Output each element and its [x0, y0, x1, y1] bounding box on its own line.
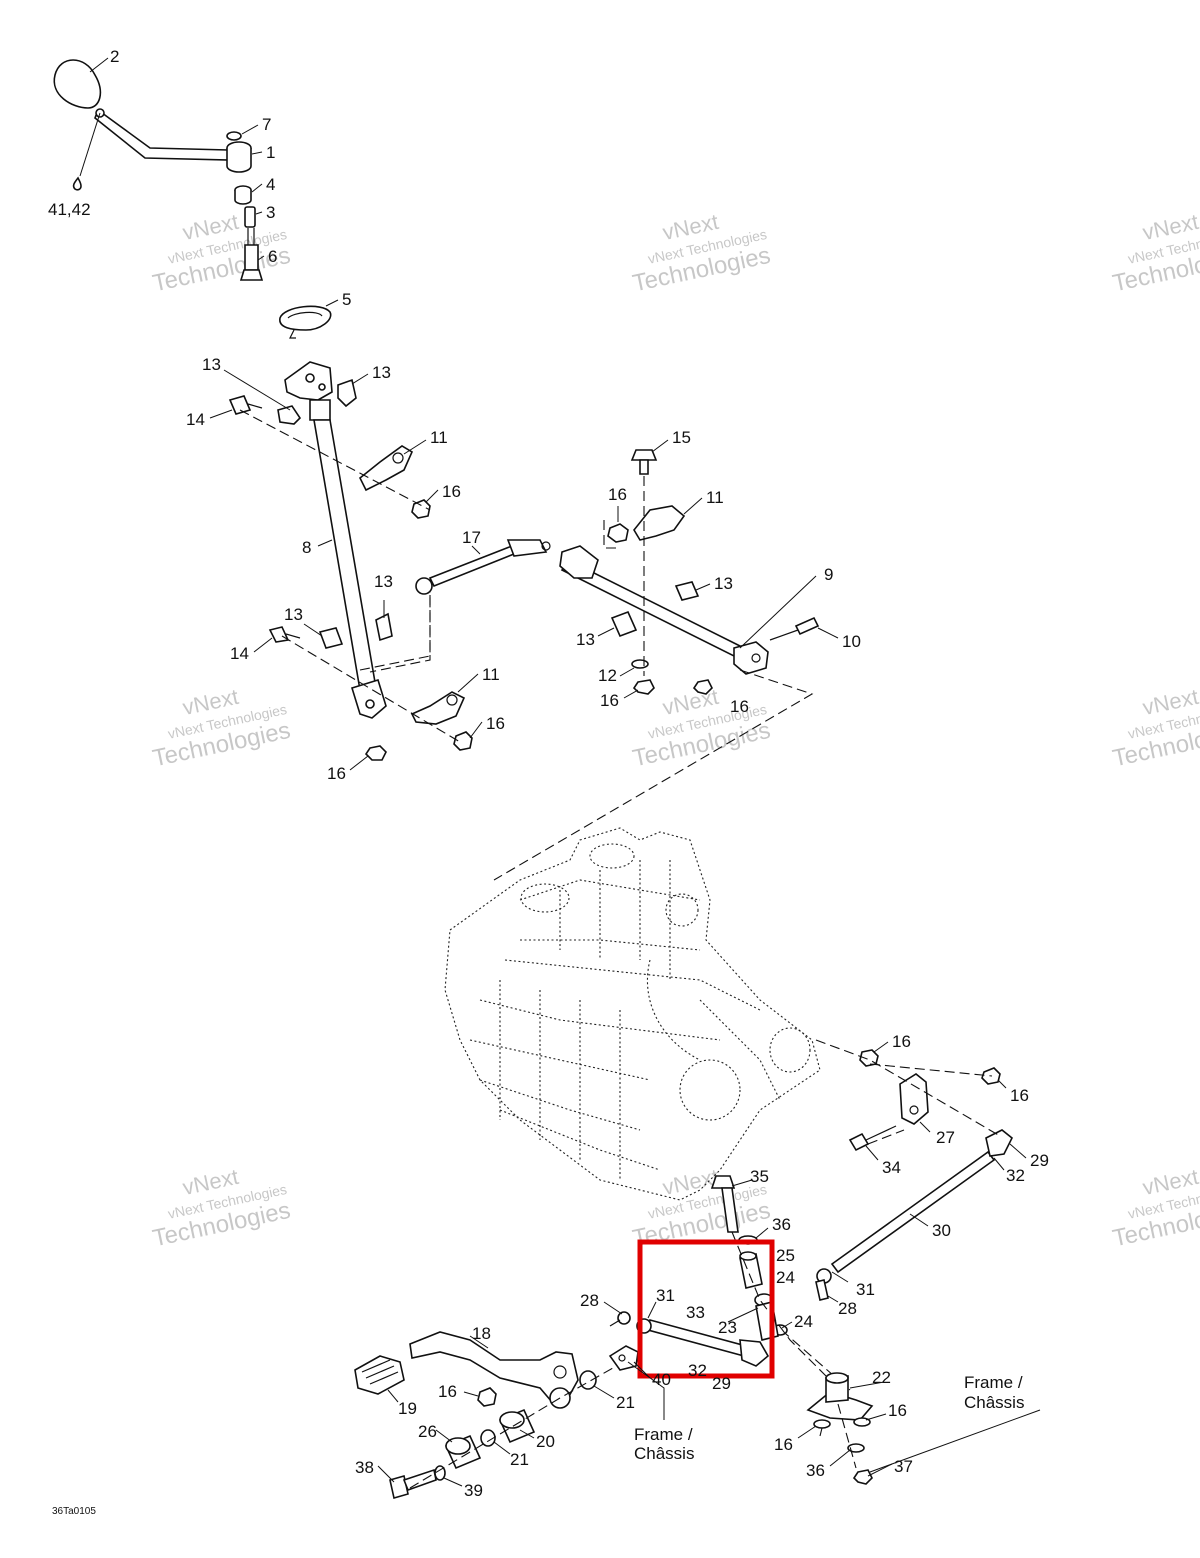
callout-11: 11 — [482, 665, 500, 684]
callout-13: 13 — [284, 605, 303, 624]
callout-14: 14 — [186, 410, 205, 429]
callout-7: 7 — [262, 115, 271, 134]
callout-9: 9 — [824, 565, 833, 584]
callout-13: 13 — [372, 363, 391, 382]
shift-lever-assembly — [53, 59, 332, 339]
callout-5: 5 — [342, 290, 351, 309]
callout-16: 16 — [438, 1382, 457, 1401]
callout-38: 38 — [355, 1458, 374, 1477]
callout-41-42: 41,42 — [48, 200, 91, 219]
callout-11: 11 — [430, 428, 448, 447]
leader-lines — [89, 57, 1041, 1487]
callout-16: 16 — [486, 714, 505, 733]
callout-labels: 2 7 1 4 3 6 41,42 5 13 13 14 11 16 8 13 … — [48, 47, 1049, 1517]
shift-shaft-assembly — [228, 361, 473, 761]
callout-20: 20 — [536, 1432, 555, 1451]
callout-30: 30 — [932, 1221, 951, 1240]
callout-28: 28 — [838, 1299, 857, 1318]
frame-label-right: Châssis — [964, 1393, 1024, 1412]
callout-33: 33 — [686, 1303, 705, 1322]
frame-label-center: Frame / — [634, 1425, 693, 1444]
callout-2: 2 — [110, 47, 119, 66]
callout-36: 36 — [772, 1215, 791, 1234]
watermark: vNext vNext Technologies Technologies vN… — [150, 209, 1200, 1252]
callout-10: 10 — [842, 632, 861, 651]
callout-32: 32 — [688, 1361, 707, 1380]
callout-31: 31 — [656, 1286, 675, 1305]
callout-27: 27 — [936, 1128, 955, 1147]
drawing-code: 36Ta0105 — [52, 1506, 96, 1517]
callout-19: 19 — [398, 1399, 417, 1418]
callout-3: 3 — [266, 203, 275, 222]
callout-24: 24 — [776, 1268, 795, 1287]
callout-35: 35 — [750, 1167, 769, 1186]
callout-6: 6 — [268, 247, 277, 266]
callout-16: 16 — [442, 482, 461, 501]
callout-13: 13 — [202, 355, 221, 374]
callout-16: 16 — [730, 697, 749, 716]
shift-linkage — [369, 449, 820, 881]
callout-13: 13 — [374, 572, 393, 591]
engine-phantom — [444, 827, 821, 1201]
callout-31: 31 — [856, 1280, 875, 1299]
callout-17: 17 — [462, 528, 481, 547]
lower-right-linkage — [769, 1039, 1014, 1391]
callout-16: 16 — [327, 764, 346, 783]
highlight-box — [637, 1239, 775, 1379]
callout-29: 29 — [712, 1374, 731, 1393]
callout-21: 21 — [616, 1393, 635, 1412]
callout-16: 16 — [888, 1401, 907, 1420]
callout-40: 40 — [652, 1370, 671, 1389]
callout-23: 23 — [718, 1318, 737, 1337]
callout-34: 34 — [882, 1158, 901, 1177]
callout-13: 13 — [714, 574, 733, 593]
callout-26: 26 — [418, 1422, 437, 1441]
callout-15: 15 — [672, 428, 691, 447]
callout-25: 25 — [776, 1246, 795, 1265]
callout-16: 16 — [892, 1032, 911, 1051]
callout-22: 22 — [872, 1368, 891, 1387]
frame-label-right: Frame / — [964, 1373, 1023, 1392]
callout-16: 16 — [774, 1435, 793, 1454]
callout-8: 8 — [302, 538, 311, 557]
callout-16: 16 — [608, 485, 627, 504]
callout-24: 24 — [794, 1312, 813, 1331]
pedal-assembly — [354, 1331, 621, 1500]
callout-37: 37 — [894, 1457, 913, 1476]
callout-29: 29 — [1030, 1151, 1049, 1170]
callout-1: 1 — [266, 143, 275, 162]
callout-28: 28 — [580, 1291, 599, 1310]
callout-4: 4 — [266, 175, 275, 194]
callout-18: 18 — [472, 1324, 491, 1343]
callout-12: 12 — [598, 666, 617, 685]
callout-11: 11 — [706, 488, 724, 507]
callout-16: 16 — [600, 691, 619, 710]
callout-36: 36 — [806, 1461, 825, 1480]
callout-39: 39 — [464, 1481, 483, 1500]
callout-32: 32 — [1006, 1166, 1025, 1185]
callout-14: 14 — [230, 644, 249, 663]
callout-21: 21 — [510, 1450, 529, 1469]
callout-13: 13 — [576, 630, 595, 649]
callout-16: 16 — [1010, 1086, 1029, 1105]
frame-label-center: Châssis — [634, 1444, 694, 1463]
